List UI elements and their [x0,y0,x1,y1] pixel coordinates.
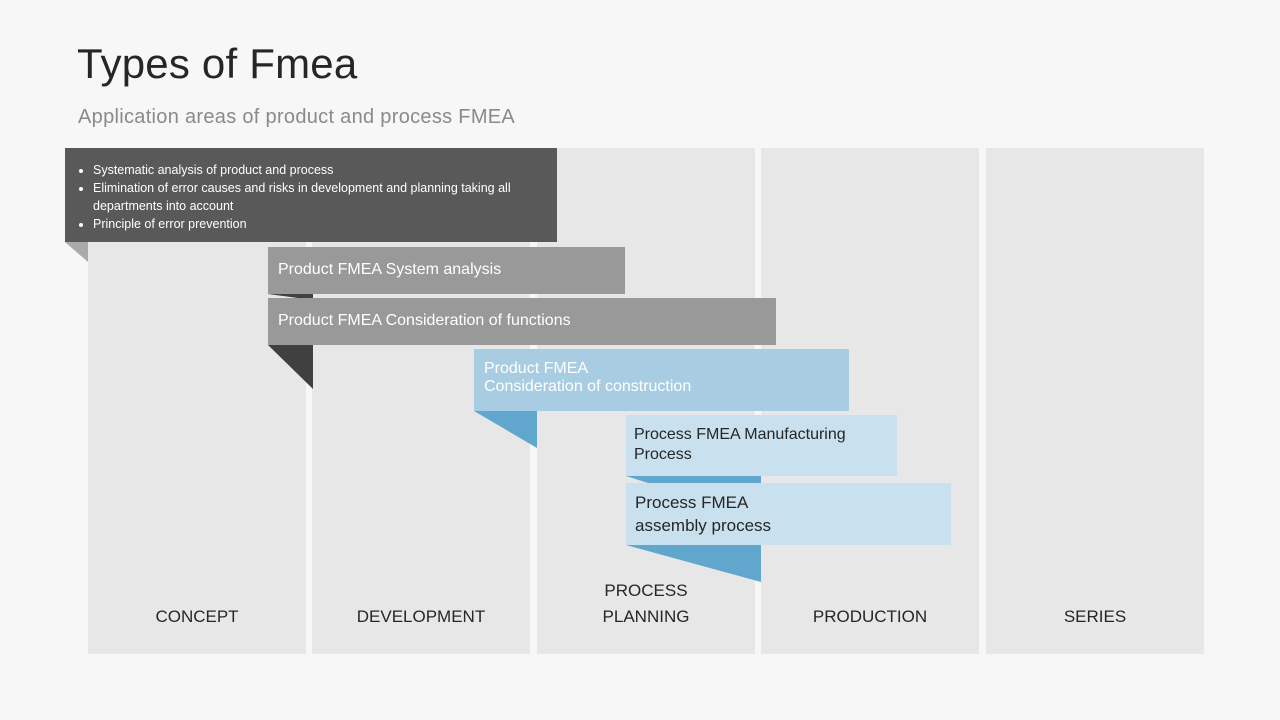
column-label-line2: DEVELOPMENT [356,607,486,626]
summary-box: Systematic analysis of product and proce… [65,148,557,242]
page-title: Types of Fmea [77,40,358,87]
column-label: PRODUCTION [761,604,979,630]
phase-product-fmea-construction: Product FMEA Consideration of constructi… [474,349,849,411]
phase-label-line: Process FMEA [635,493,749,512]
column-label-line2: CONCEPT [155,607,239,626]
column-label-line2: PRODUCTION [812,607,928,626]
phase-label-line: Product FMEA [484,360,589,377]
fold-triangle-manufacturing [626,476,761,483]
fold-triangle-assembly [626,545,761,582]
summary-bullet: Principle of error prevention [93,215,545,233]
fold-triangle-construction [474,411,537,448]
column-label: CONCEPT [88,604,306,630]
phase-label: Product FMEA Consideration of functions [278,312,571,329]
column-label: PROCESS PLANNING [537,578,755,630]
phase-label-line: Process FMEA Manufacturing [634,426,846,443]
column-label-line1: PROCESS [604,581,688,600]
phase-process-fmea-assembly: Process FMEA assembly process [626,483,951,545]
column-label: DEVELOPMENT [312,604,530,630]
column-label-line2: PLANNING [602,607,690,626]
phase-label-line: Consideration of construction [484,378,692,395]
phase-process-fmea-manufacturing: Process FMEA Manufacturing Process [626,415,897,476]
summary-bullet: Elimination of error causes and risks in… [93,179,545,215]
column-series: SERIES [986,148,1204,654]
fold-triangle-functions [268,345,313,389]
summary-list: Systematic analysis of product and proce… [75,161,545,233]
phase-product-fmea-functions: Product FMEA Consideration of functions [268,298,776,345]
phase-product-fmea-system-analysis: Product FMEA System analysis [268,247,625,294]
fold-triangle-summary [65,242,88,262]
phase-label-line: Process [634,446,692,463]
page-subtitle: Application areas of product and process… [78,106,516,128]
column-label: SERIES [986,604,1204,630]
phase-label: Product FMEA System analysis [278,261,502,278]
summary-bullet: Systematic analysis of product and proce… [93,161,545,179]
column-label-line2: SERIES [1063,607,1127,626]
phase-label-line: assembly process [635,516,772,535]
